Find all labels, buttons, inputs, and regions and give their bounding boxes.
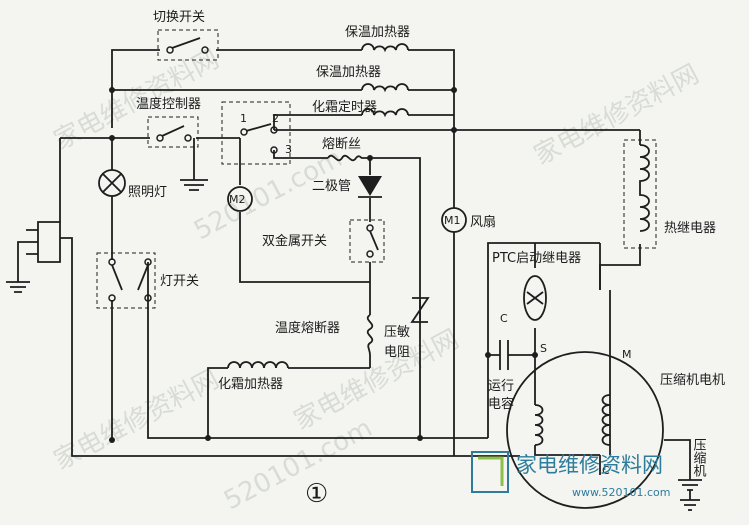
terminal-c-motor-label: C bbox=[602, 464, 610, 477]
ptc-start-relay bbox=[523, 275, 547, 321]
keepwarm-heater-1-label: 保温加热器 bbox=[345, 25, 410, 40]
watermark-text: 家电维修资料网 bbox=[49, 364, 224, 476]
temperature-fuse-label: 温度熔断器 bbox=[275, 320, 340, 336]
thermal-relay bbox=[623, 139, 657, 249]
toggle-switch bbox=[157, 29, 219, 61]
fuse-icon bbox=[327, 154, 363, 162]
varistor-label-line2: 电阻 bbox=[384, 345, 410, 360]
temperature-fuse-icon bbox=[366, 314, 374, 356]
keepwarm-heater-1-coil bbox=[361, 43, 409, 53]
site-logo: 家电维修资料网 www.520101.com bbox=[471, 451, 670, 499]
fan-motor-tag: M1 bbox=[444, 214, 461, 227]
thermal-relay-label: 热继电器 bbox=[664, 221, 716, 236]
timer-switch-contacts bbox=[221, 101, 291, 165]
terminal-s-label: S bbox=[540, 342, 547, 355]
terminal-m-label: M bbox=[622, 348, 632, 361]
run-capacitor-label-line2: 电容 bbox=[488, 396, 514, 412]
defrost-timer-coil bbox=[361, 108, 409, 118]
lamp-label: 照明灯 bbox=[128, 185, 167, 200]
watermark-text: 家电维修资料网 bbox=[289, 324, 464, 436]
ptc-relay-label: PTC启动继电器 bbox=[492, 251, 581, 266]
run-capacitor-icon bbox=[492, 340, 515, 370]
fan-label: 风扇 bbox=[470, 214, 496, 230]
capacitor-terminal-c: C bbox=[500, 312, 508, 325]
defrost-heater-label: 化霜加热器 bbox=[218, 377, 283, 392]
figure-number: ① bbox=[305, 479, 328, 509]
junction-dots bbox=[109, 87, 538, 443]
defrost-timer-label: 化霜定时器 bbox=[312, 100, 377, 115]
bimetal-switch-label: 双金属开关 bbox=[262, 233, 327, 249]
wiring bbox=[59, 49, 691, 480]
toggle-switch-label: 切换开关 bbox=[153, 10, 205, 25]
logo-url: www.520101.com bbox=[572, 486, 670, 499]
varistor-icon bbox=[410, 297, 430, 323]
power-plug-icon bbox=[6, 221, 61, 293]
fuse-label: 熔断丝 bbox=[322, 137, 361, 152]
defrost-heater-coil bbox=[227, 361, 342, 369]
diode-icon bbox=[358, 176, 382, 198]
lamp-switch-label: 灯开关 bbox=[160, 274, 199, 289]
watermark-text: 家电维修资料网 bbox=[529, 59, 704, 171]
run-capacitor-label-line1: 运行 bbox=[488, 379, 514, 394]
temperature-controller-label: 温度控制器 bbox=[136, 96, 201, 112]
compressor-motor-label: 压缩机电机 bbox=[660, 372, 725, 388]
lamp-icon bbox=[98, 169, 126, 197]
keepwarm-heater-2-label: 保温加热器 bbox=[316, 65, 381, 80]
logo-text: 家电维修资料网 bbox=[516, 453, 663, 477]
compressor-motor bbox=[506, 351, 664, 509]
ground-icon bbox=[180, 179, 208, 191]
timer-motor-tag: M2 bbox=[229, 193, 246, 206]
compressor-label-vertical: 压缩机 bbox=[691, 438, 707, 478]
pin-1-label: 1 bbox=[240, 112, 247, 125]
timer-motor bbox=[227, 186, 253, 212]
temperature-controller bbox=[147, 116, 199, 148]
bimetal-switch bbox=[349, 219, 385, 263]
keepwarm-heater-2-coil bbox=[361, 83, 409, 93]
pin-2-label: 2 bbox=[272, 112, 279, 125]
diode-label: 二极管 bbox=[312, 179, 351, 194]
lamp-switch bbox=[96, 252, 156, 309]
varistor-label-line1: 压敏 bbox=[384, 325, 410, 340]
compressor-ground-icon bbox=[678, 479, 702, 511]
pin-3-label: 3 bbox=[285, 143, 292, 156]
fan-motor bbox=[441, 207, 467, 233]
